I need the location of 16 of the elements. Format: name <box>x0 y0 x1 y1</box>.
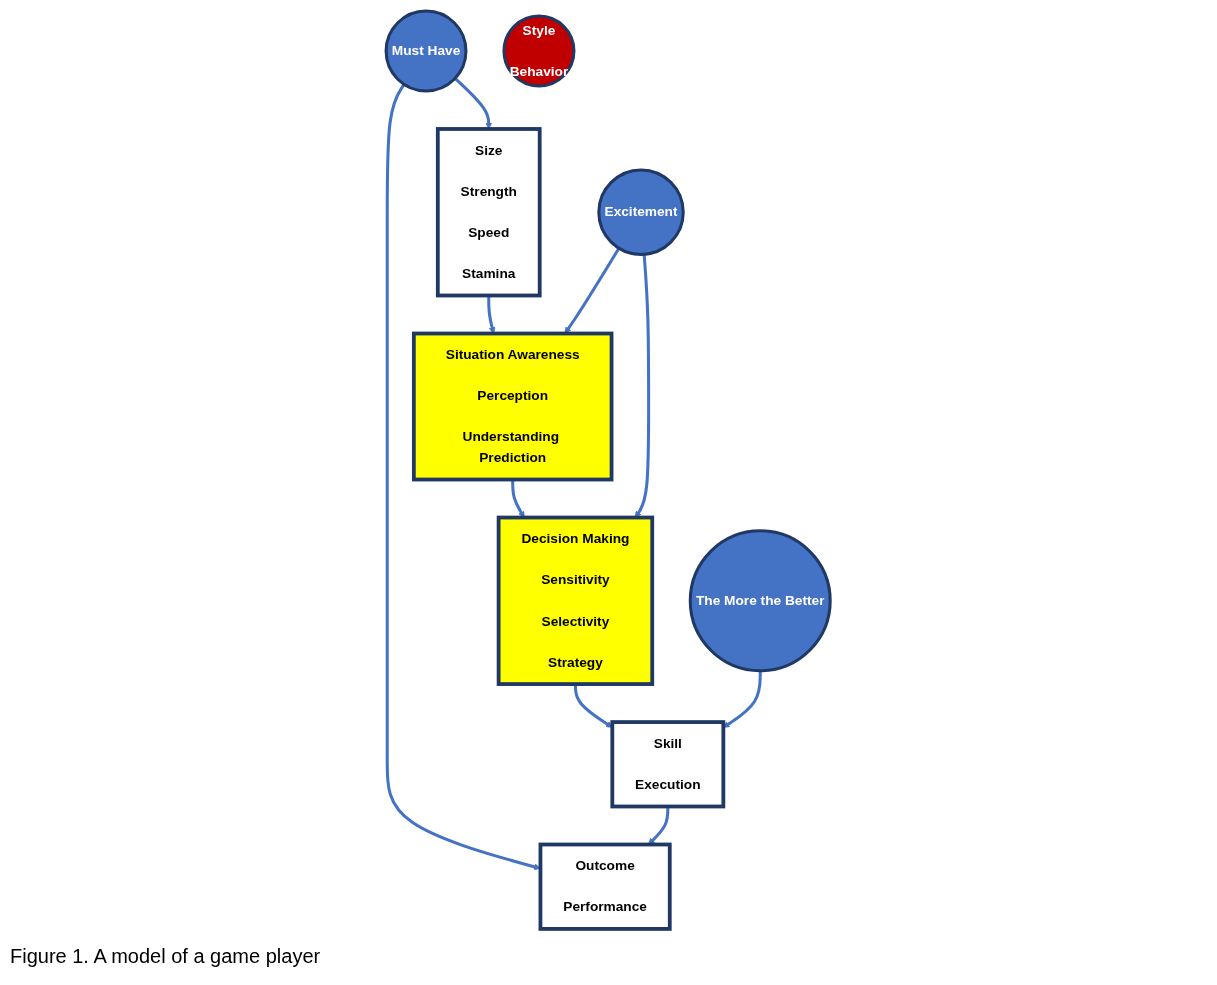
node-circle: Style Behavior <box>502 14 576 88</box>
node-circle: Excitement <box>597 168 686 256</box>
node-circle: Must Have <box>384 9 468 93</box>
node-box: Decision Making Sensitivity Selectivity Strategy <box>497 515 655 686</box>
arrow <box>635 254 651 518</box>
arrow <box>648 806 670 845</box>
node-box: Situation Awareness Perception Understanding Prediction <box>412 331 614 482</box>
node-circle: The More the Better <box>689 529 833 673</box>
node-box: Skill Execution <box>610 720 726 809</box>
arrow <box>564 247 621 334</box>
arrow <box>511 479 525 518</box>
arrow <box>487 295 496 334</box>
node-box: Size Strength Speed Stamina <box>436 127 542 298</box>
node-box: Outcome Performance <box>538 842 672 931</box>
arrow <box>386 83 542 871</box>
figure-caption: Figure 1. A model of a game player <box>10 945 321 968</box>
